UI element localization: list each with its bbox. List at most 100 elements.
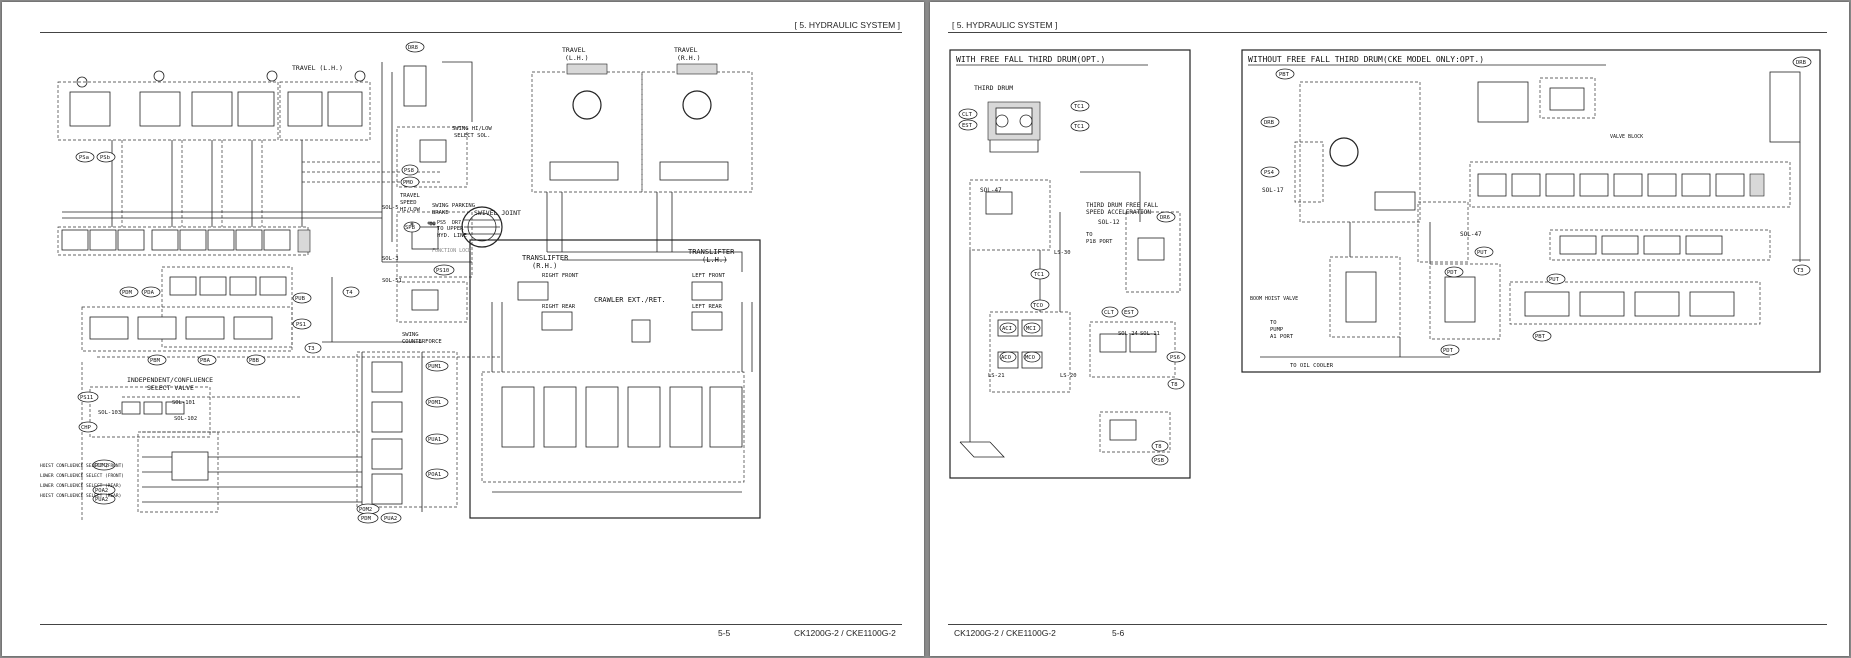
translifter-section [469, 239, 761, 519]
svg-text:PDA: PDA [144, 290, 155, 296]
svg-text:EST: EST [962, 123, 973, 129]
to-p18-label: TO [1086, 232, 1093, 238]
svg-text:PSa: PSa [79, 155, 89, 161]
left-front-label: LEFT FRONT [692, 273, 726, 279]
svg-text:POM1: POM1 [428, 400, 441, 406]
svg-text:PMO: PMO [403, 180, 413, 186]
svg-text:COUNTERFORCE: COUNTERFORCE [402, 339, 442, 345]
svg-text:POA1: POA1 [428, 472, 441, 478]
sol-24-label: SOL-24 [1118, 331, 1139, 337]
ls21-label: LS-21 [988, 373, 1005, 379]
svg-text:ACI: ACI [1002, 326, 1012, 332]
svg-text:PS1: PS1 [296, 322, 306, 328]
lower-front-label: LOWER CONFLUENCE SELECT (FRONT) [40, 473, 124, 479]
svg-text:DRB: DRB [1264, 120, 1275, 126]
svg-text:T4: T4 [346, 290, 353, 296]
travel-lh-label: TRAVEL (L.H.) [292, 64, 343, 72]
sol-47-right-label: SOL-47 [1460, 231, 1482, 238]
upper-left-valve-group [57, 70, 371, 141]
svg-text:T3: T3 [308, 346, 315, 352]
svg-text:SELECT VALVE: SELECT VALVE [147, 384, 194, 392]
swivel-joint [461, 206, 503, 248]
svg-text:DR8: DR8 [408, 45, 418, 51]
svg-text:TCO: TCO [1033, 303, 1043, 309]
header-rule [948, 32, 1827, 33]
svg-text:PSb: PSb [100, 155, 110, 161]
page-number: 5-6 [1112, 628, 1125, 638]
hydraulic-schematic-right: WITH FREE FALL THIRD DRUM(OPT.) THIRD DR… [949, 49, 1821, 479]
svg-text:PDT: PDT [1443, 348, 1454, 354]
svg-text:PUA2: PUA2 [384, 516, 397, 522]
swing-counterforce-label: SWING [402, 332, 419, 338]
svg-text:SPEED ACCELERATION: SPEED ACCELERATION [1086, 209, 1151, 216]
third-drum-label: THIRD DRUM [974, 84, 1013, 92]
model-label: CK1200G-2 / CKE1100G-2 [794, 628, 896, 638]
svg-text:PBA: PBA [200, 358, 211, 364]
svg-text:PUMP: PUMP [1270, 327, 1284, 333]
sol-3-label: SOL-3 [382, 256, 399, 262]
left-rear-label: LEFT REAR [692, 304, 722, 310]
right-port-tags-right-frame: PBT DRB PS4 DRB PUT PDT PUT PBT PDT T3 [1260, 56, 1812, 356]
translifter-rh-label: TRANSLIFTER [522, 254, 569, 262]
svg-text:T8: T8 [1155, 444, 1162, 450]
svg-text:T8: T8 [1171, 382, 1178, 388]
svg-text:TC1: TC1 [1074, 104, 1084, 110]
footer-rule [948, 624, 1827, 625]
svg-text:(L.H.): (L.H.) [702, 256, 727, 264]
svg-text:HI/LOW: HI/LOW [400, 207, 421, 213]
svg-text:PS10: PS10 [436, 268, 449, 274]
free-fall-label: THIRD DRUM FREE FALL [1086, 202, 1159, 209]
page-header: [ 5. HYDRAULIC SYSTEM ] [952, 20, 1058, 30]
boom-hoist-label: BOOM HOIST VALVE [1250, 296, 1298, 302]
svg-text:MCO: MCO [1025, 355, 1035, 361]
svg-text:PS8: PS8 [404, 168, 414, 174]
function-lock-label: FUNCTION LOCK [432, 248, 471, 254]
svg-text:PBT: PBT [1535, 334, 1546, 340]
svg-text:PDM: PDM [122, 290, 133, 296]
with-free-fall-title: WITH FREE FALL THIRD DRUM(OPT.) [956, 55, 1105, 64]
sol-51-label: SOL-51 [382, 278, 402, 284]
svg-text:(R.H.): (R.H.) [532, 262, 557, 270]
ls30-label: LS-30 [1054, 250, 1071, 256]
travel-lh-motor-label: TRAVEL [562, 46, 586, 54]
svg-text:PBM: PBM [150, 358, 161, 364]
sol-101-label: SOL-101 [172, 400, 195, 406]
swing-solenoids [396, 65, 473, 323]
sol-47-label: SOL-47 [980, 187, 1002, 194]
svg-text:PUM1: PUM1 [428, 364, 441, 370]
footer-rule [40, 624, 902, 625]
right-front-label: RIGHT FRONT [542, 273, 579, 279]
svg-text:T3: T3 [1797, 268, 1804, 274]
pilot-valve-row [81, 306, 293, 352]
hoist-front-label: HOIST CONFLUENCE SELECT (FRONT) [40, 463, 124, 469]
third-drum-drawing [987, 101, 1041, 153]
to-upper-label: TO UPPER [437, 226, 464, 232]
model-label: CK1200G-2 / CKE1100G-2 [954, 628, 1056, 638]
svg-text:PUB: PUB [295, 296, 306, 302]
ls20-label: LS-20 [1060, 373, 1077, 379]
valve-block-label: VALVE BLOCK [1610, 134, 1643, 140]
swing-parking-label: SWING PARKING [432, 203, 475, 209]
svg-text:PBT: PBT [1279, 72, 1290, 78]
svg-text:POA2: POA2 [95, 488, 108, 494]
svg-text:EST: EST [1124, 310, 1135, 316]
svg-text:MCI: MCI [1026, 326, 1036, 332]
crawler-ext-label: CRAWLER EXT./RET. [594, 296, 666, 304]
left-page: [ 5. HYDRAULIC SYSTEM ] [2, 2, 924, 656]
to-pump-label: TO [1270, 320, 1277, 326]
sol-17-label: SOL-17 [1262, 187, 1284, 194]
svg-text:PS4: PS4 [1264, 170, 1275, 176]
confluence-select-valve [89, 386, 219, 513]
svg-text:PUT: PUT [1549, 277, 1560, 283]
translifter-lh-label: TRANSLIFTER [688, 248, 735, 256]
svg-text:BRAKE: BRAKE [432, 210, 449, 216]
independent-label: INDEPENDENT/CONFLUENCE [127, 376, 213, 384]
hoist-rear-label: HOIST CONFLUENCE SELECT (REAR) [40, 493, 121, 499]
sol-5-label: SOL-5 [382, 205, 399, 211]
svg-text:(R.H.): (R.H.) [677, 54, 700, 62]
svg-text:DR6: DR6 [1160, 215, 1170, 221]
travel-rh-motor-label: TRAVEL [674, 46, 698, 54]
svg-text:CLT: CLT [1104, 310, 1115, 316]
svg-text:PS6: PS6 [1170, 355, 1180, 361]
sol-103-label: SOL-103 [98, 410, 121, 416]
